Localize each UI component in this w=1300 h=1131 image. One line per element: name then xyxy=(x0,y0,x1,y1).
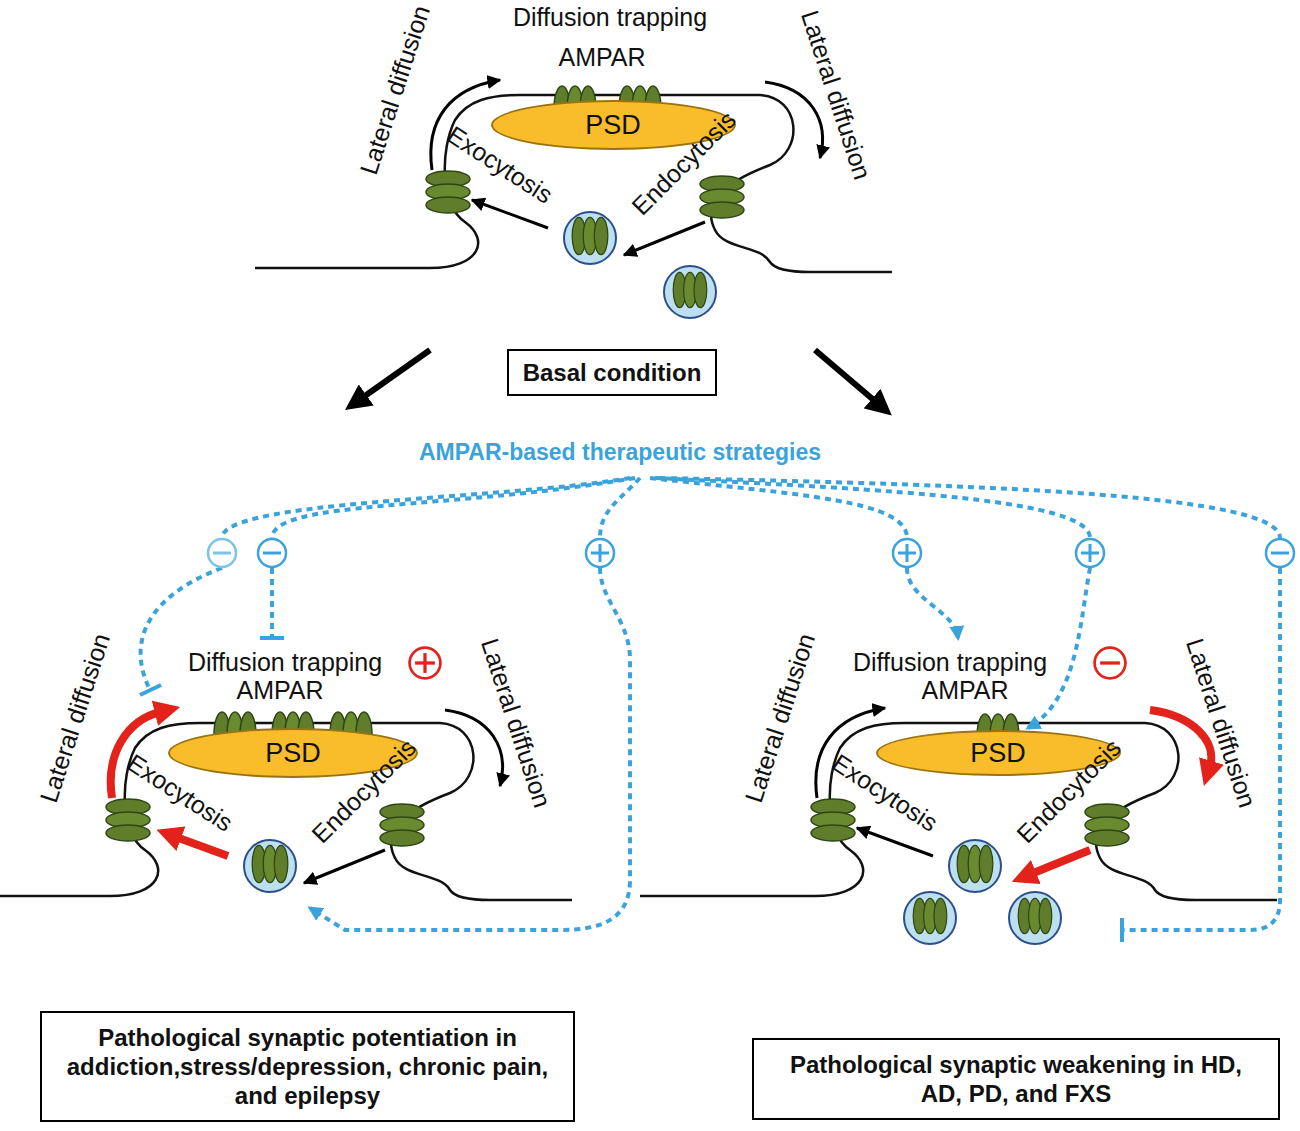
process-label: AMPAR xyxy=(921,677,1008,704)
ampar-receptor xyxy=(673,272,707,307)
vesicle xyxy=(564,212,616,264)
strategy-line xyxy=(270,568,274,638)
flow-arrow xyxy=(624,222,705,255)
flow-arrow xyxy=(765,82,823,158)
basal-synapse xyxy=(255,80,892,318)
plus-symbol xyxy=(586,539,614,567)
strategy-heading: AMPAR-based therapeutic strategies xyxy=(419,439,821,466)
process-label: Lateral diffusion xyxy=(796,7,876,183)
strategy-line xyxy=(907,568,958,638)
flow-arrow xyxy=(1150,710,1211,766)
minus-symbol xyxy=(208,539,236,567)
process-label: Diffusion trapping xyxy=(513,4,707,31)
condition-box: Basal condition xyxy=(507,349,718,396)
membrane xyxy=(640,723,1277,900)
ampar-receptor xyxy=(106,799,150,841)
ampar-receptor xyxy=(1085,804,1129,846)
plus-symbol xyxy=(1076,539,1104,567)
strategy-line xyxy=(1124,568,1280,930)
process-label: Diffusion trapping xyxy=(188,649,382,676)
ampar-receptor xyxy=(811,799,855,841)
process-label: Lateral diffusion xyxy=(35,630,115,806)
node-text: Pathological synaptic potentiation in ad… xyxy=(56,1023,559,1110)
membrane xyxy=(255,95,892,272)
ampar-receptor xyxy=(380,804,424,846)
process-label: Lateral diffusion xyxy=(355,2,435,178)
strategy-line xyxy=(660,478,1280,538)
strategy-line xyxy=(650,478,907,538)
branch-arrow xyxy=(362,350,430,398)
minus-symbol xyxy=(258,539,286,567)
ampar-receptor xyxy=(957,845,993,882)
ampar-receptor xyxy=(913,898,947,933)
minus-symbol xyxy=(1095,648,1126,679)
process-label: AMPAR xyxy=(558,44,645,71)
node-text: Basal condition xyxy=(523,358,702,387)
node-text: Pathological synaptic weakening in HD, A… xyxy=(768,1050,1264,1108)
node-text: PSD xyxy=(265,738,321,769)
node-text: PSD xyxy=(970,738,1026,769)
node-text: PSD xyxy=(585,110,641,141)
process-label: Lateral diffusion xyxy=(476,635,556,811)
flow-arrow xyxy=(1031,850,1090,874)
vesicle xyxy=(904,892,956,944)
membrane xyxy=(0,723,572,900)
inhibition-bar xyxy=(140,685,161,695)
plus-symbol xyxy=(893,539,921,567)
ampar-receptor xyxy=(252,845,288,882)
process-label: Lateral diffusion xyxy=(740,630,820,806)
process-label: Diffusion trapping xyxy=(853,649,1047,676)
vesicle xyxy=(244,840,296,892)
inhibition-bar xyxy=(1120,918,1124,942)
potentiated-synapse xyxy=(0,710,572,900)
ampar-receptor xyxy=(572,217,608,254)
condition-box: Pathological synaptic potentiation in ad… xyxy=(40,1011,575,1122)
vesicle xyxy=(1009,892,1061,944)
plus-symbol xyxy=(410,648,441,679)
strategy-line xyxy=(272,478,635,538)
branch-arrow xyxy=(815,350,876,402)
vesicle xyxy=(664,266,716,318)
strategy-lines xyxy=(141,478,1280,930)
ampar-receptor xyxy=(1018,898,1052,933)
minus-symbol xyxy=(1266,539,1294,567)
ampar-receptor xyxy=(426,171,470,213)
flow-arrow xyxy=(176,837,228,856)
flow-arrow xyxy=(304,850,385,883)
flow-arrow xyxy=(445,710,503,786)
process-label: AMPAR xyxy=(236,677,323,704)
vesicle xyxy=(949,840,1001,892)
strategy-line xyxy=(655,478,1090,538)
ampar-receptor xyxy=(700,176,744,218)
condition-box: Pathological synaptic weakening in HD, A… xyxy=(752,1038,1280,1120)
process-label: Lateral diffusion xyxy=(1181,635,1261,811)
strategy-line xyxy=(600,478,640,538)
inhibition-bars xyxy=(140,638,1122,942)
inhibition-bar xyxy=(260,636,284,640)
weakened-synapse xyxy=(640,708,1277,944)
